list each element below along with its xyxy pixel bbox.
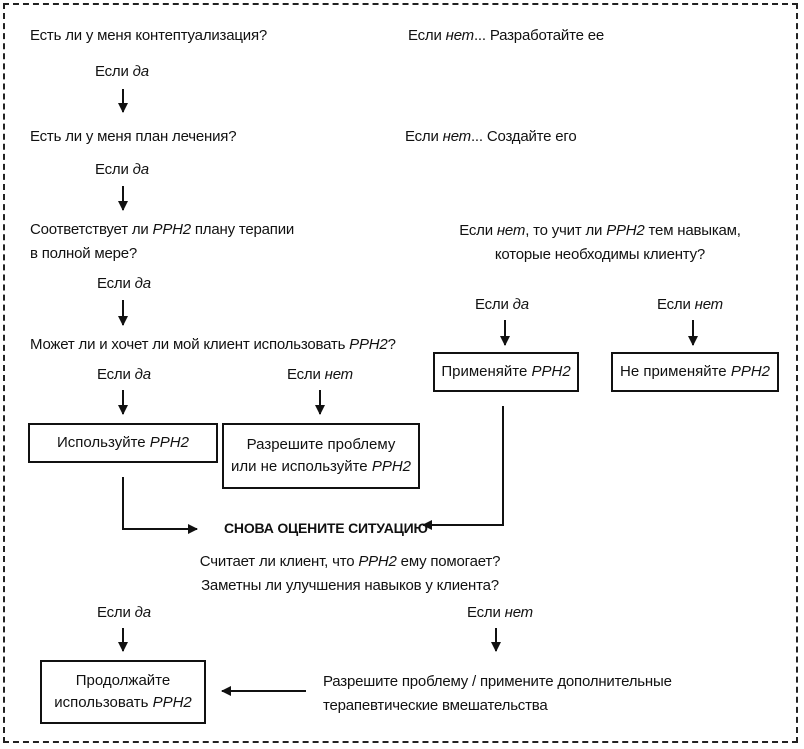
connector-apply-to-reassess: [422, 406, 504, 530]
q2-no-branch: Если нет... Создайте его: [405, 128, 577, 145]
continue-using-box: Продолжайте использовать PPH2: [40, 660, 206, 724]
diagram-frame: [3, 3, 798, 743]
reassess-yes-label: Если да: [97, 604, 151, 621]
question-treatment-plan: Есть ли у меня план лечения?: [30, 128, 237, 145]
question-client-willing: Может ли и хочет ли мой клиент использов…: [30, 336, 396, 353]
reassess-no-label: Если нет: [467, 604, 533, 621]
question-pph2-skills-line2: которые необходимы клиенту?: [494, 246, 706, 263]
final-no-line2: терапевтические вмешательства: [323, 697, 548, 714]
final-no-line1: Разрешите проблему / примените дополните…: [323, 673, 672, 690]
use-pph2-box: Используйте PPH2: [28, 423, 218, 463]
question-pph2-fit-line1: Соответствует ли PPH2 плану терапии: [30, 221, 295, 238]
q3-no-no-label: Если нет: [657, 296, 723, 313]
question-conceptualization: Есть ли у меня контептуализация?: [30, 27, 268, 44]
reassess-question-line1: Считает ли клиент, что PPH2 ему помогает…: [199, 553, 501, 570]
q4-no-label: Если нет: [287, 366, 353, 383]
dont-apply-pph2-box: Не применяйте PPH2: [611, 352, 779, 392]
q2-yes-label: Если да: [95, 161, 149, 178]
reassess-title: СНОВА ОЦЕНИТЕ СИТУАЦИЮ: [224, 520, 428, 536]
q1-no-branch: Если нет... Разработайте ее: [408, 27, 605, 44]
q4-yes-label: Если да: [97, 366, 151, 383]
reassess-question-line2: Заметны ли улучшения навыков у клиента?: [201, 577, 499, 594]
resolve-or-dont-use-box: Разрешите проблему или не используйте PP…: [222, 423, 420, 489]
q3-no-yes-label: Если да: [475, 296, 529, 313]
connector-use-to-reassess: [122, 477, 198, 534]
q1-yes-label: Если да: [95, 63, 149, 80]
question-pph2-skills-line1: Если нет, то учит ли PPH2 тем навыкам,: [459, 222, 741, 239]
q3-yes-label: Если да: [97, 275, 151, 292]
question-pph2-fit-line2: в полной мере?: [30, 245, 138, 262]
apply-pph2-box: Применяйте PPH2: [433, 352, 579, 392]
